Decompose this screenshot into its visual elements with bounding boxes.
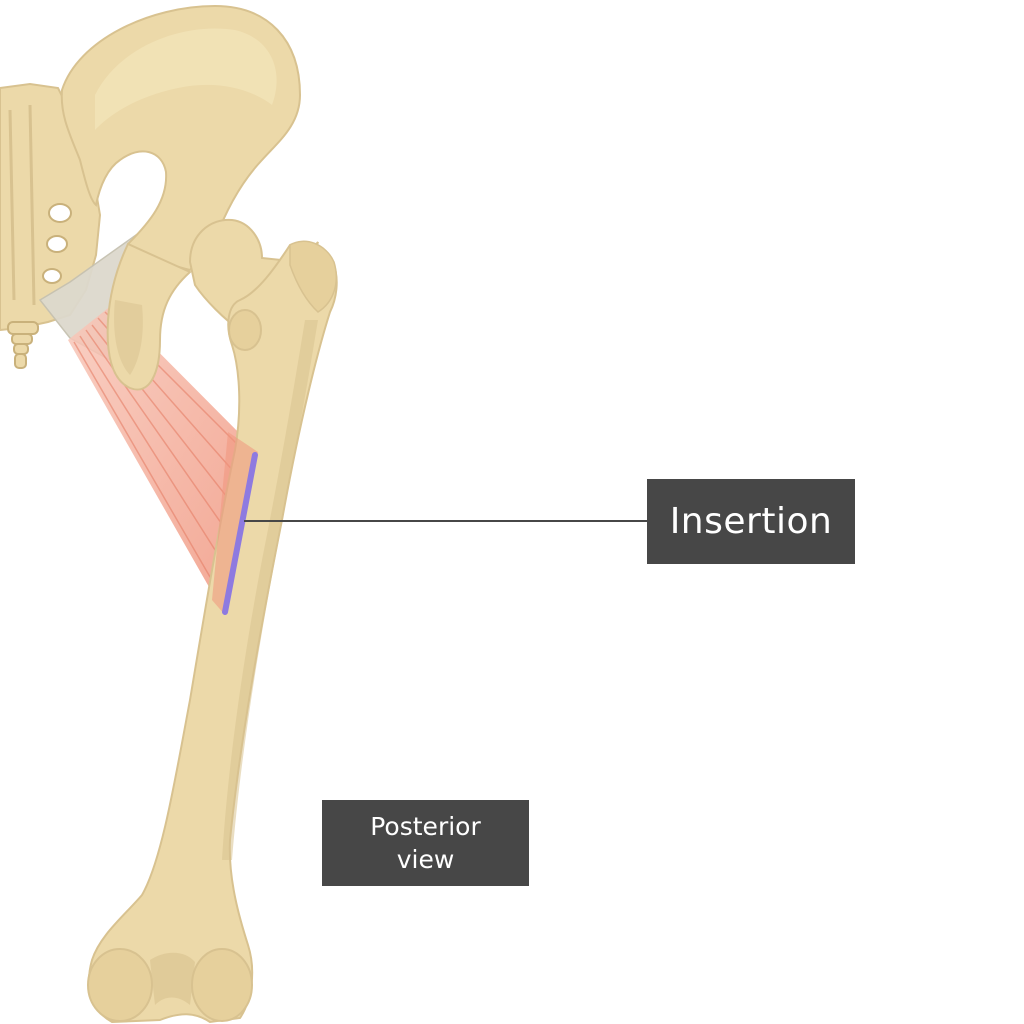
iliac-fossa-shading bbox=[95, 28, 277, 130]
muscle-overlay bbox=[212, 432, 258, 615]
greater-trochanter bbox=[289, 240, 338, 313]
ischial-tuberosity-shade bbox=[114, 300, 143, 375]
insertion-highlight bbox=[222, 452, 258, 615]
sacral-ridges bbox=[8, 104, 36, 306]
sacral-foramen bbox=[48, 203, 72, 223]
intercondylar-fossa bbox=[150, 952, 195, 1005]
sacral-foramen bbox=[46, 235, 68, 253]
coccyx bbox=[7, 321, 39, 369]
femoral-condyles bbox=[87, 948, 253, 1022]
linea-aspera-shade bbox=[222, 320, 318, 860]
muscle-belly bbox=[68, 305, 258, 615]
lesser-trochanter bbox=[228, 309, 262, 351]
femur bbox=[87, 218, 338, 1024]
hip-bone bbox=[60, 4, 302, 391]
sacral-foramen bbox=[42, 268, 62, 284]
adductor-muscle bbox=[68, 305, 258, 615]
sacral-foramina bbox=[42, 203, 72, 284]
view-label: Posterior view bbox=[322, 800, 529, 886]
insertion-label: Insertion bbox=[647, 479, 855, 564]
femur-shaft bbox=[88, 241, 338, 1024]
